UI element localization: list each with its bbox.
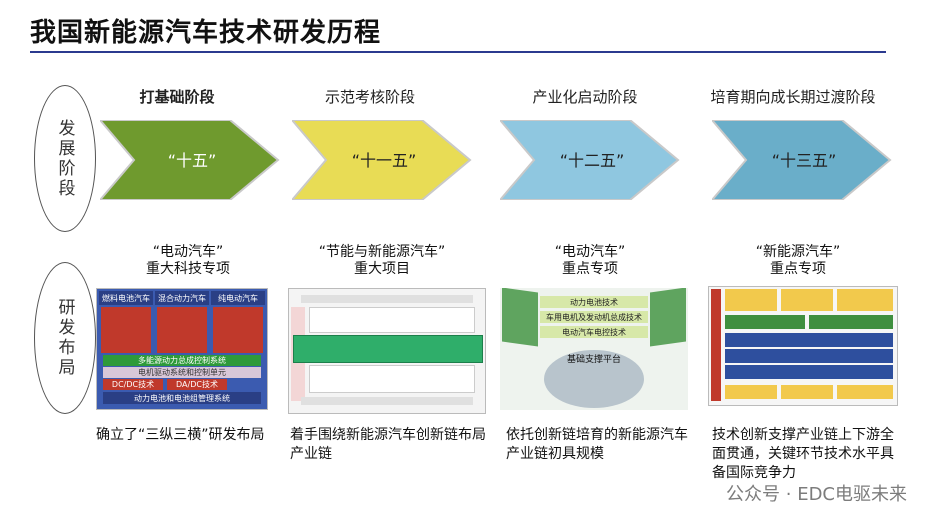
plan-label-4: “十三五” xyxy=(772,151,837,170)
stages-row-label: 发展阶段 xyxy=(34,85,96,232)
caption-3: “电动汽车” 重点专项 xyxy=(500,244,680,278)
diagram-image-3: 动力电池技术 车用电机及发动机总成技术 电动汽车电控技术 基础支撑平台 xyxy=(500,288,688,410)
chevron-shape-1 xyxy=(100,120,280,200)
layout-row-label-text: 研发布局 xyxy=(54,298,75,378)
img4-bottom-3 xyxy=(837,385,893,399)
title-underline xyxy=(30,51,886,53)
img4-top-1 xyxy=(725,289,777,311)
img4-blue-1 xyxy=(725,333,893,347)
caption-2-line1: “节能与新能源汽车” xyxy=(318,244,446,260)
img1-top-2: 混合动力汽车 xyxy=(155,291,209,305)
caption-2-line2: 重大项目 xyxy=(354,261,410,277)
img1-col-2 xyxy=(157,307,207,353)
img4-left-bar xyxy=(711,289,721,401)
img3-right-block xyxy=(650,288,686,347)
img1-top-1: 燃料电池汽车 xyxy=(99,291,153,305)
img1-band-3: DC/DC技术 xyxy=(103,379,163,390)
caption-4-line2: 重点专项 xyxy=(770,261,826,277)
stage-label-2: 示范考核阶段 xyxy=(324,88,415,106)
chevron-shape-2 xyxy=(292,120,472,200)
stages-row-label-text: 发展阶段 xyxy=(54,118,75,199)
stage-label-4: 培育期向成长期过渡阶段 xyxy=(710,88,876,106)
img1-band-2: 电机驱动系统和控制单元 xyxy=(103,367,261,378)
img3-row-1: 动力电池技术 xyxy=(540,296,648,308)
plan-label-1: “十五” xyxy=(168,151,217,170)
img2-row-1 xyxy=(309,307,475,333)
img4-blue-3 xyxy=(725,365,893,379)
plan-chevron-1: “十五” xyxy=(100,120,280,200)
desc-3: 依托创新链培育的新能源汽车产业链初具规模 xyxy=(506,427,688,462)
img1-band-5: 动力电池和电池组管理系统 xyxy=(103,392,261,404)
img3-left-block xyxy=(502,288,538,347)
img4-green-2 xyxy=(809,315,893,329)
img4-bottom-2 xyxy=(781,385,833,399)
img2-top-band xyxy=(301,295,473,303)
img1-top-3: 纯电动汽车 xyxy=(211,291,265,305)
caption-3-line1: “电动汽车” xyxy=(554,244,626,260)
desc-4: 技术创新支撑产业链上下游全面贯通，关键环节技术水平具备国际竞争力 xyxy=(712,427,894,481)
plan-chevron-2: “十一五” xyxy=(292,120,472,200)
layout-row-label: 研发布局 xyxy=(34,262,96,414)
img1-col-3 xyxy=(213,307,263,353)
plan-chevron-4: “十三五” xyxy=(712,120,892,200)
img1-band-1: 多能源动力总成控制系统 xyxy=(103,355,261,366)
img4-blue-2 xyxy=(725,349,893,363)
img3-platform-label: 基础支撑平台 xyxy=(566,354,621,365)
caption-4-line1: “新能源汽车” xyxy=(755,244,841,260)
caption-3-line2: 重点专项 xyxy=(562,261,618,277)
caption-1: “电动汽车” 重大科技专项 xyxy=(98,244,278,278)
page-title: 我国新能源汽车技术研发历程 xyxy=(30,18,382,48)
img1-col-1 xyxy=(101,307,151,353)
plan-chevron-3: “十二五” xyxy=(500,120,680,200)
stage-label-1: 打基础阶段 xyxy=(139,88,215,106)
caption-1-line1: “电动汽车” xyxy=(152,244,224,260)
diagram-image-4 xyxy=(708,286,898,406)
img4-green-1 xyxy=(725,315,805,329)
watermark: 公众号 · EDC电驱未来 xyxy=(726,484,907,505)
img2-row-3 xyxy=(309,365,475,393)
stage-label-3: 产业化启动阶段 xyxy=(532,88,638,106)
diagram-image-1: 燃料电池汽车 混合动力汽车 纯电动汽车 多能源动力总成控制系统 电机驱动系统和控… xyxy=(96,288,268,410)
desc-2: 着手围绕新能源汽车创新链布局产业链 xyxy=(290,427,486,462)
plan-label-3: “十二五” xyxy=(560,151,625,170)
img3-row-3: 电动汽车电控技术 xyxy=(540,326,648,338)
img2-bottom-band xyxy=(301,397,473,405)
caption-4: “新能源汽车” 重点专项 xyxy=(708,244,888,278)
img4-bottom-1 xyxy=(725,385,777,399)
diagram-image-2 xyxy=(288,288,486,414)
caption-2: “节能与新能源汽车” 重大项目 xyxy=(292,244,472,278)
caption-1-line2: 重大科技专项 xyxy=(146,261,230,277)
chevron-shape-3 xyxy=(500,120,680,200)
img4-top-3 xyxy=(837,289,893,311)
desc-1: 确立了“三纵三横”研发布局 xyxy=(96,427,265,443)
plan-label-2: “十一五” xyxy=(352,151,417,170)
img1-band-4: DA/DC技术 xyxy=(167,379,227,390)
img3-platform-base xyxy=(544,350,644,408)
chevron-shape-4 xyxy=(712,120,892,200)
img4-top-2 xyxy=(781,289,833,311)
img3-row-2: 车用电机及发动机总成技术 xyxy=(540,311,648,323)
img2-row-2 xyxy=(293,335,483,363)
